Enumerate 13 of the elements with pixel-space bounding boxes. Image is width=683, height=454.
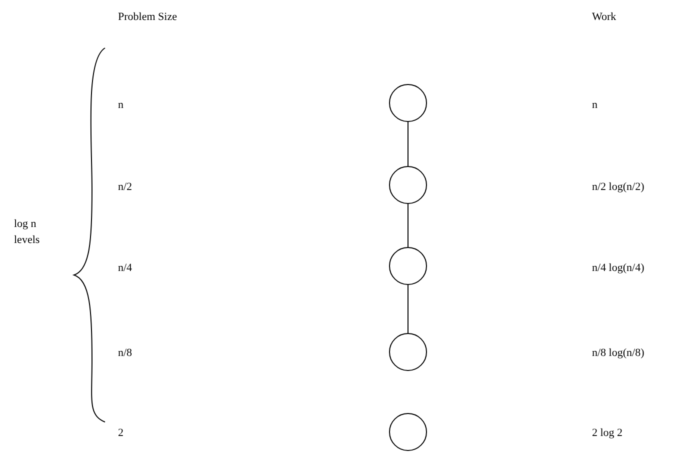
text-label: Problem Size — [118, 10, 177, 25]
text-label: n/4 log(n/4) — [592, 261, 644, 276]
text-label: n/4 — [118, 261, 132, 276]
text-label: n/2 log(n/2) — [592, 180, 644, 195]
text-label: n — [118, 98, 124, 113]
text-label: n/8 log(n/8) — [592, 346, 644, 361]
text-label: n/8 — [118, 346, 132, 361]
text-label: log n levels — [14, 217, 41, 248]
text-label: Work — [592, 10, 616, 25]
text-label: n/2 — [118, 180, 132, 195]
text-label: 2 log 2 — [592, 426, 623, 441]
text-label: 2 — [118, 426, 124, 441]
text-label: n — [592, 98, 598, 113]
